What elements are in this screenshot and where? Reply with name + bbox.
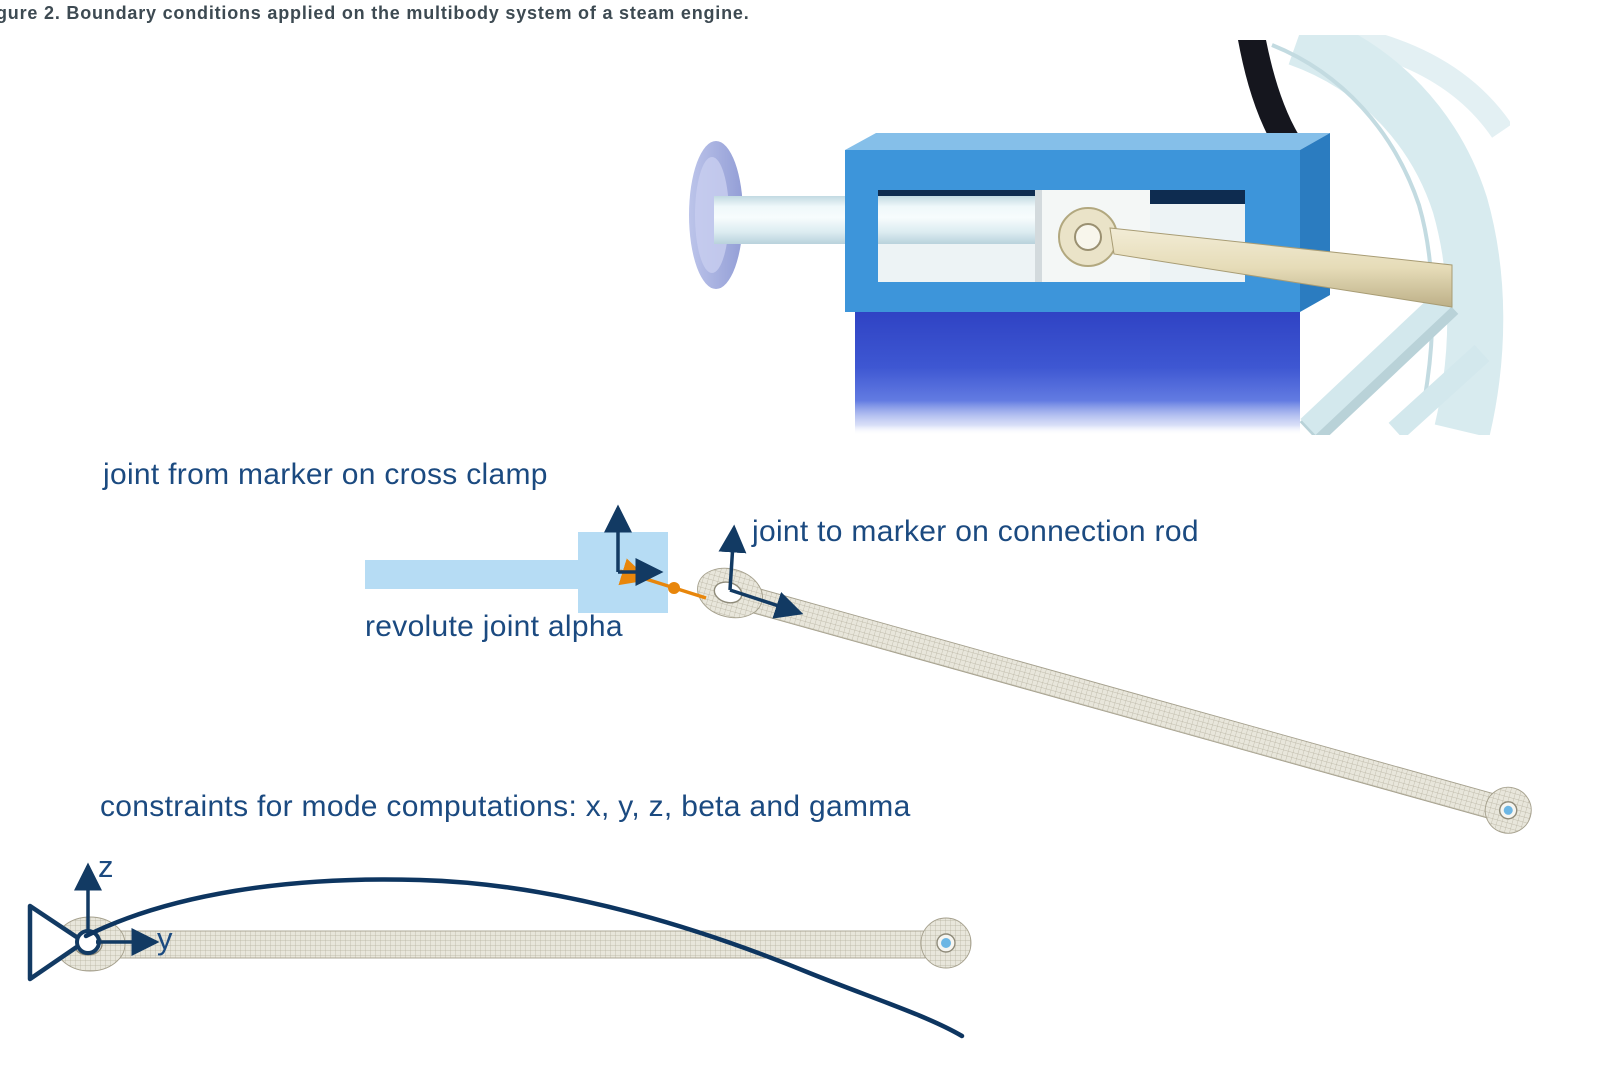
connection-rod-mesh-horizontal bbox=[54, 916, 972, 972]
connection-rod-3d bbox=[1058, 207, 1453, 308]
flywheel-spoke-lower bbox=[1300, 288, 1454, 435]
mesh-rod-shaft bbox=[747, 586, 1499, 820]
joint-schematic bbox=[365, 504, 1532, 834]
mode-shape-curve bbox=[83, 877, 965, 1039]
label-constraints: constraints for mode computations: x, y,… bbox=[100, 790, 911, 823]
flywheel-spoke-lower-2 bbox=[1388, 344, 1490, 435]
coordinate-axes bbox=[74, 862, 160, 956]
mesh-rod-shaft bbox=[107, 930, 926, 959]
joint-dot-orange bbox=[668, 582, 680, 594]
crosshead-block-edge bbox=[1035, 190, 1042, 282]
rod-frame-up-arrow bbox=[718, 524, 747, 591]
flywheel-spoke-dark bbox=[1238, 40, 1304, 157]
axis-label-z: z bbox=[98, 849, 114, 884]
big-end-dot bbox=[1503, 805, 1513, 815]
figure-caption: gure 2. Boundary conditions applied on t… bbox=[0, 3, 750, 23]
guide-top-face bbox=[845, 133, 1330, 150]
rod-frame-right-arrow bbox=[729, 588, 804, 619]
crosshead-guide bbox=[845, 133, 1330, 312]
flywheel bbox=[1238, 35, 1510, 435]
guide-front-face bbox=[845, 150, 1300, 312]
connection-rod-mesh bbox=[697, 567, 1532, 834]
steam-engine-3d-render bbox=[689, 35, 1510, 435]
support-triangle bbox=[27, 903, 87, 982]
mode-constraint-schematic bbox=[27, 862, 972, 1039]
label-revolute-joint: revolute joint alpha bbox=[365, 610, 623, 643]
piston-rod-in-slot bbox=[878, 196, 1035, 244]
label-joint-to-marker: joint to marker on connection rod bbox=[752, 515, 1199, 548]
engine-base-block bbox=[855, 312, 1300, 435]
big-end-dot bbox=[941, 938, 951, 948]
rod-little-end-hole bbox=[1074, 223, 1102, 251]
axis-label-y: y bbox=[157, 921, 173, 956]
marker-frames bbox=[604, 504, 804, 619]
rod-shaft bbox=[1109, 227, 1453, 308]
label-joint-from-marker: joint from marker on cross clamp bbox=[103, 458, 548, 491]
